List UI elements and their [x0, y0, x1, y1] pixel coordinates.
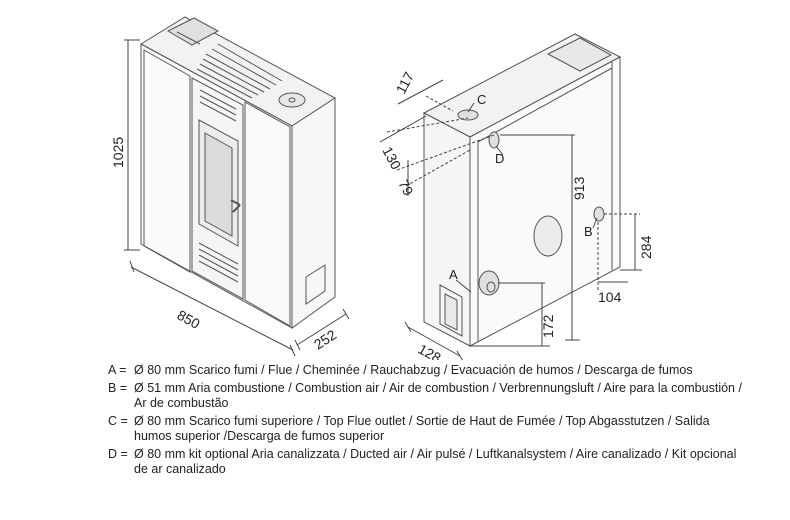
dim-913: 913: [571, 176, 587, 200]
label-b: B: [584, 224, 593, 239]
legend-text: Ø 80 mm Scarico fumi superiore / Top Flu…: [134, 413, 710, 444]
legend-item-a: A = Ø 80 mm Scarico fumi / Flue / Chemin…: [108, 363, 748, 379]
label-d: D: [495, 151, 504, 166]
legend-key: A =: [108, 363, 127, 377]
dim-128: 128: [416, 341, 444, 360]
stove-rear-view: [422, 33, 622, 347]
legend-key: B =: [108, 380, 128, 395]
dim-284: 284: [638, 235, 654, 259]
dim-width: 850: [175, 307, 203, 332]
dim-130: 130: [379, 144, 404, 172]
dim-104: 104: [598, 289, 622, 305]
front-dimension-lines: [124, 39, 350, 357]
legend: A = Ø 80 mm Scarico fumi / Flue / Chemin…: [108, 363, 748, 480]
legend-key: C =: [108, 413, 128, 428]
legend-text: Ø 80 mm Scarico fumi / Flue / Cheminée /…: [134, 363, 693, 377]
dim-172: 172: [540, 314, 556, 338]
dim-depth: 252: [311, 326, 339, 352]
legend-key: D =: [108, 446, 128, 461]
label-c: C: [477, 92, 486, 107]
legend-item-c: C = Ø 80 mm Scarico fumi superiore / Top…: [108, 414, 748, 445]
dim-height: 1025: [110, 137, 126, 168]
stove-front-view: [140, 16, 336, 329]
dim-79: 79: [395, 177, 417, 198]
legend-text: Ø 51 mm Aria combustione / Combustion ai…: [134, 380, 742, 411]
legend-text: Ø 80 mm kit optional Aria canalizzata / …: [134, 446, 737, 477]
rear-dimension-lines: [379, 79, 642, 360]
technical-drawing: 1025 850 252 117 130 79 913 284 104 172 …: [110, 16, 654, 360]
label-a: A: [449, 267, 458, 282]
dim-117: 117: [393, 69, 418, 96]
legend-item-b: B = Ø 51 mm Aria combustione / Combustio…: [108, 381, 748, 412]
legend-item-d: D = Ø 80 mm kit optional Aria canalizzat…: [108, 447, 748, 478]
